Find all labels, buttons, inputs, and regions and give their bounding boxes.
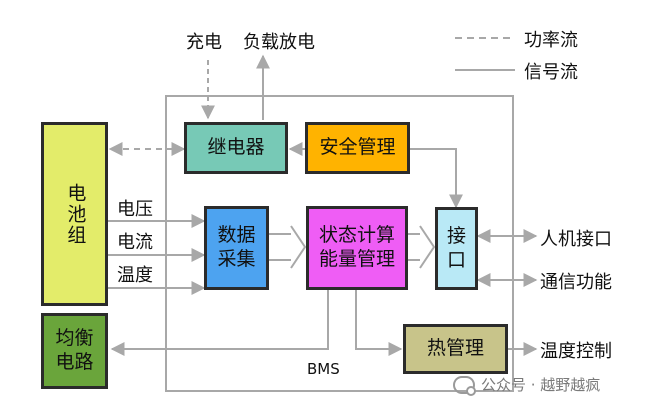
label-charge: 充电: [186, 32, 222, 53]
legend-signal-flow: 信号流: [524, 62, 578, 83]
label-hmi: 人机接口: [540, 229, 612, 250]
label-bms: BMS: [307, 360, 340, 378]
node-thermal: 热管理: [403, 324, 508, 374]
node-state-calc: 状态计算 能量管理: [306, 206, 408, 290]
label-current: 电流: [117, 232, 153, 253]
wechat-icon: [453, 375, 476, 396]
node-interface: 接 口: [435, 207, 478, 290]
label-load-discharge: 负载放电: [243, 32, 315, 53]
node-battery: 电池组: [41, 122, 108, 306]
bms-frame: [165, 95, 514, 392]
watermark: 公众号 · 越野越疯: [453, 374, 601, 396]
node-safety-label: 安全管理: [319, 136, 396, 159]
node-relay-label: 继电器: [207, 136, 265, 159]
edge-safety-interface: [410, 148, 463, 209]
label-temp-control: 温度控制: [540, 341, 612, 362]
edge-acq-state: [269, 225, 307, 269]
node-balance: 均衡 电路: [41, 313, 108, 389]
legend-power-flow: 功率流: [524, 30, 578, 51]
edge-state-balance: [110, 289, 329, 356]
label-comm: 通信功能: [540, 272, 612, 293]
node-battery-label: 电池组: [64, 182, 87, 246]
label-voltage: 电压: [117, 199, 153, 220]
edge-state-thermal: [355, 289, 403, 356]
watermark-text: 公众号 · 越野越疯: [481, 376, 601, 394]
node-thermal-label: 热管理: [426, 337, 484, 360]
node-interface-label: 接 口: [446, 224, 466, 271]
node-acquisition: 数据 采集: [204, 206, 269, 290]
node-state-calc-label: 状态计算 能量管理: [318, 224, 395, 270]
label-temperature: 温度: [117, 265, 153, 286]
node-safety: 安全管理: [305, 122, 410, 174]
edge-state-interface: [408, 225, 436, 269]
node-balance-label: 均衡 电路: [55, 327, 94, 373]
node-relay: 继电器: [184, 122, 288, 174]
node-acquisition-label: 数据 采集: [217, 224, 256, 270]
